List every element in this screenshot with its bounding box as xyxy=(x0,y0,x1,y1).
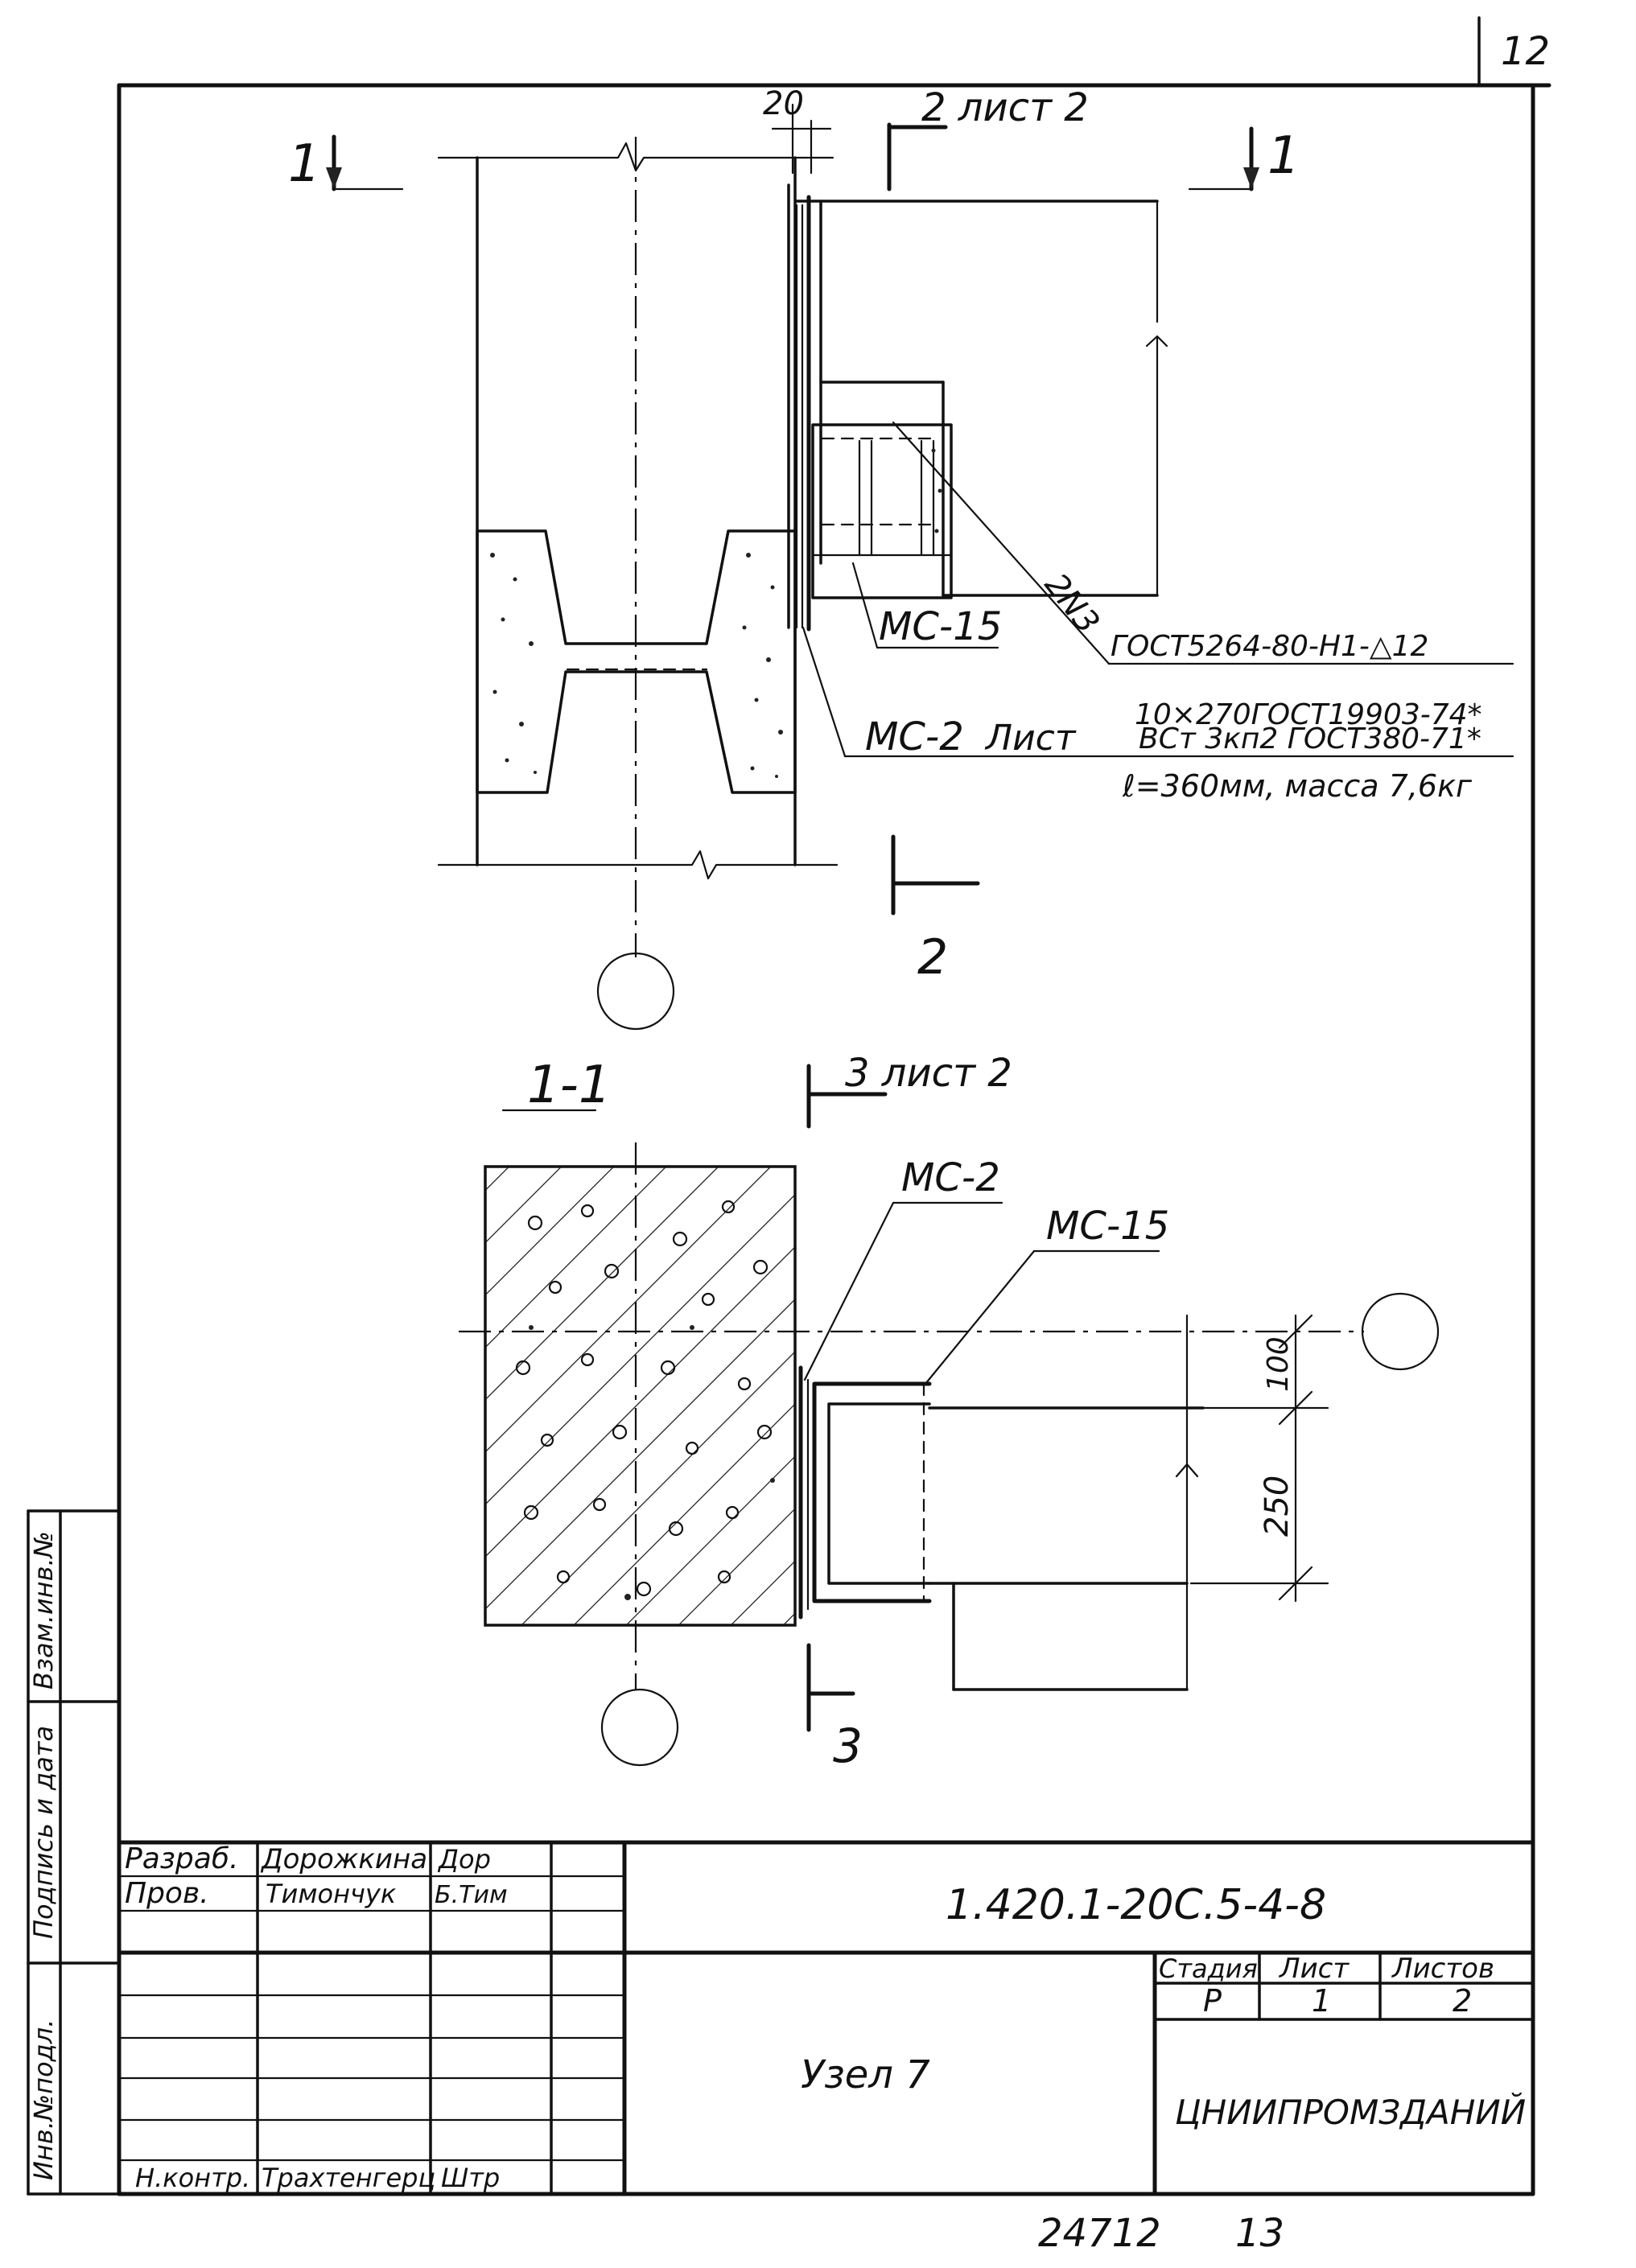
role-developer: Разраб. xyxy=(125,1842,238,1875)
stage-value: Р xyxy=(1203,1983,1222,2019)
stage-header: Стадия xyxy=(1159,1953,1258,1984)
sheet-header: Лист xyxy=(1278,1953,1350,1985)
section3-ref-bottom: 3 xyxy=(833,1718,863,1773)
label-mc2-lower: МС-2 xyxy=(901,1155,1000,1200)
weld-mark: 2N3 xyxy=(1037,566,1106,640)
bottom-number-left: 24712 xyxy=(1038,2211,1161,2256)
beam-axis-bubble xyxy=(1361,1292,1440,1371)
role-norm-control: Н.контр. xyxy=(135,2163,250,2193)
side-stamp: Инв.№подл. Подпись и дата Взам.инв.№ xyxy=(27,1509,121,2196)
label-mc2: МС-2 xyxy=(865,714,964,759)
signature-checker: Б.Тим xyxy=(435,1881,508,1909)
concrete-i-section xyxy=(476,529,797,794)
column-axis-bubble xyxy=(596,952,675,1031)
name-checker: Тимончук xyxy=(266,1879,397,1909)
column-axis-bubble-lower xyxy=(600,1688,679,1767)
role-checker: Пров. xyxy=(125,1877,209,1910)
stamp-inv-podl: Инв.№подл. xyxy=(28,2019,59,2180)
label-mc15-lower: МС-15 xyxy=(1046,1204,1169,1249)
concrete-speckle-plan xyxy=(490,448,942,778)
title-block: Разраб. Пров. Н.контр. Дорожкина Тимончу… xyxy=(117,1840,1535,2196)
hatched-column-section xyxy=(484,1165,797,1627)
name-norm-control: Трахтенгерц xyxy=(262,2163,435,2193)
section-title: 1-1 xyxy=(527,1056,612,1115)
section3-ref-top: 3 лист 2 xyxy=(845,1051,1012,1096)
label-mc15: МС-15 xyxy=(879,604,1002,649)
sheets-value: 2 xyxy=(1453,1983,1472,2019)
sheet-spec-denominator: ВСт 3кп2 ГОСТ380-71* xyxy=(1139,722,1481,755)
dimension-100: 100 xyxy=(1262,1336,1295,1392)
drawing-title: Узел 7 xyxy=(801,2052,930,2097)
label-list: Лист xyxy=(984,718,1077,759)
signature-developer: Дор xyxy=(437,1844,491,1875)
organization-name: ЦНИИПРОМЗДАНИЙ xyxy=(1175,2092,1526,2132)
section-mark-right: 1 xyxy=(1267,126,1300,186)
plan-view: 1 1 20 2 лист 2 2 2N3 ГОСТ5264-80-Н1-△12… xyxy=(288,85,1514,1031)
stamp-signature-date: Подпись и дата xyxy=(28,1726,59,1939)
sheet-value: 1 xyxy=(1312,1983,1331,2019)
section-1-1: 1-1 100 250 3 лист 2 xyxy=(459,1051,1440,1773)
channel-spec: ГОСТ5264-80-Н1-△12 xyxy=(1111,630,1428,663)
channel-mc15 xyxy=(811,423,953,599)
concrete-speckle-section xyxy=(515,1200,775,1600)
sheet-spec-length: ℓ=360мм, масса 7,6кг xyxy=(1122,768,1473,804)
document-code: 1.420.1-20С.5-4-8 xyxy=(946,1881,1326,1929)
sheet-spec-numerator: 10×270ГОСТ19903-74* xyxy=(1135,698,1482,731)
corner-sheet-number: 12 xyxy=(1501,29,1550,74)
section-ref-bottom: 2 xyxy=(917,929,948,986)
section-mark-left: 1 xyxy=(288,134,321,194)
dimension-250: 250 xyxy=(1259,1476,1296,1537)
signature-norm-control: Штр xyxy=(441,2163,500,2193)
channel-mc15-lower xyxy=(812,1381,932,1603)
section-ref-top: 2 лист 2 xyxy=(921,85,1089,130)
name-developer: Дорожкина xyxy=(260,1843,427,1875)
bottom-number-right: 13 xyxy=(1235,2211,1284,2256)
dimension-20: 20 xyxy=(763,85,804,122)
stamp-vzam-inv: Взам.инв.№ xyxy=(28,1531,59,1690)
sheets-header: Листов xyxy=(1391,1953,1494,1985)
